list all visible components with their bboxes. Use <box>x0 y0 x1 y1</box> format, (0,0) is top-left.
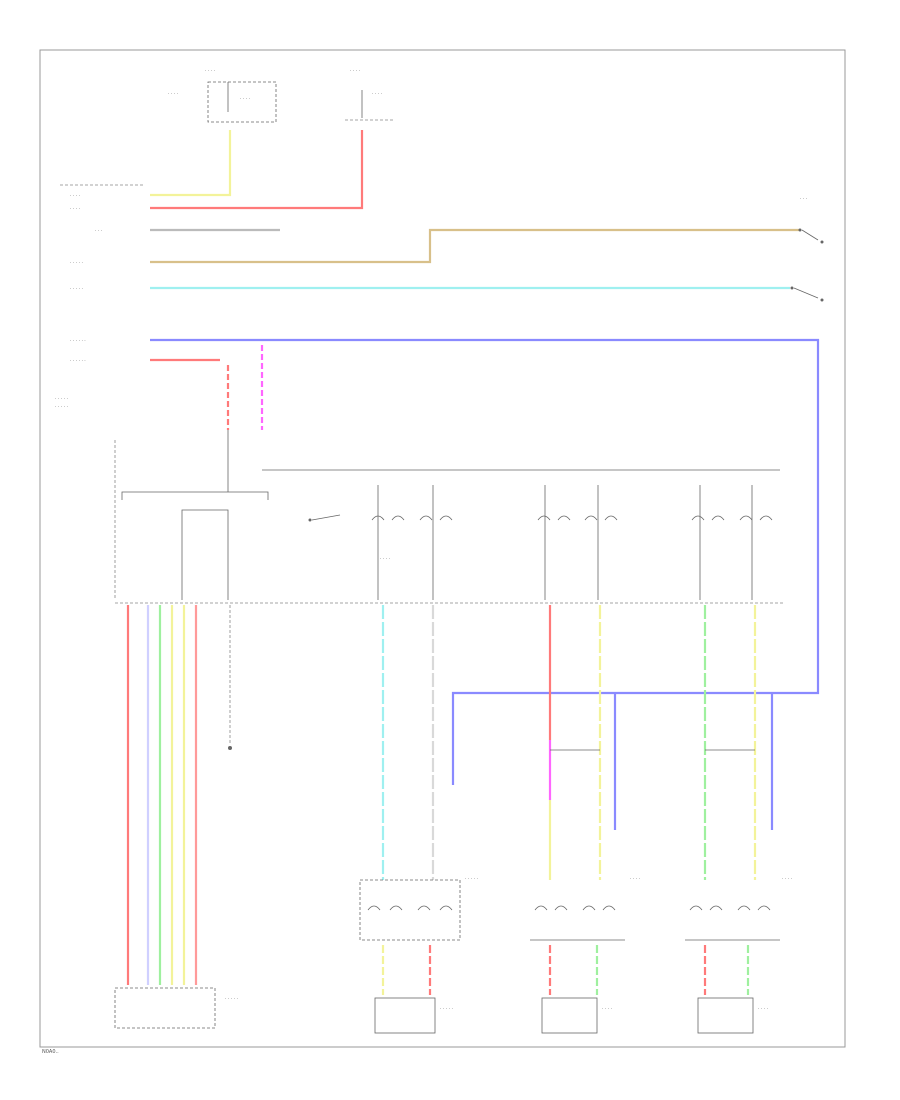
svg-text:· · · ·: · · · · <box>630 877 640 882</box>
connector-bottom-passenger: · · · · · <box>374 997 453 1034</box>
switch-mid-right <box>790 286 824 302</box>
wire-blue-long <box>150 338 820 785</box>
svg-text:· · · ·: · · · · <box>380 557 390 562</box>
relay-group-passenger: · · · · <box>371 485 453 600</box>
svg-text:· · · ·: · · · · <box>782 877 792 882</box>
svg-text:· · · ·: · · · · <box>350 69 360 74</box>
svg-text:· · · ·: · · · · <box>240 97 250 102</box>
svg-text:· · · ·: · · · · <box>70 207 80 212</box>
left-labels: · · · · · · · · · · · · · · · · · · · · … <box>55 194 102 410</box>
svg-text:· · · · ·: · · · · · <box>70 287 83 292</box>
connector-bottom-left: · · · · · <box>114 987 238 1029</box>
svg-text:· · · · ·: · · · · · <box>225 997 238 1002</box>
svg-text:· · · ·: · · · · <box>70 194 80 199</box>
control-unit-box <box>114 430 785 604</box>
module-passenger-bottom: · · · · · <box>359 877 478 941</box>
fuse-box-left: · · · · · · · · · · · · <box>168 69 277 123</box>
svg-text:· · ·: · · · <box>800 197 807 202</box>
relay-group-right <box>691 485 773 600</box>
svg-text:· · · ·: · · · · <box>372 92 382 97</box>
wire-tan <box>150 228 800 264</box>
fuse-box-right: · · · · · · · · <box>345 69 395 121</box>
wire-yellow-top <box>150 130 232 197</box>
footer-code: N0A0.. <box>42 1049 59 1055</box>
svg-text:· · ·: · · · <box>95 229 102 234</box>
connector-bottom-left-door: · · · · <box>541 997 612 1034</box>
relay-group-left <box>537 485 618 600</box>
svg-text:· · · ·: · · · · <box>205 69 215 74</box>
module-left-bottom: · · · · <box>530 877 640 941</box>
switch-inner <box>308 514 341 522</box>
svg-text:· · · ·: · · · · <box>602 1007 612 1012</box>
connector-bottom-right-door: · · · · <box>697 997 768 1034</box>
svg-text:· · · · ·: · · · · · <box>70 261 83 266</box>
switch-top-right: · · · <box>798 197 824 244</box>
svg-text:· · · · ·: · · · · · <box>440 1007 453 1012</box>
module-right-bottom: · · · · <box>685 877 792 941</box>
svg-text:· · · · ·: · · · · · <box>465 877 478 882</box>
svg-text:· · · · · ·: · · · · · · <box>70 339 86 344</box>
svg-text:· · · ·: · · · · <box>168 92 178 97</box>
svg-text:· · · · ·: · · · · · <box>55 405 68 410</box>
svg-text:· · · · · ·: · · · · · · <box>70 359 86 364</box>
wire-red-top <box>150 130 364 210</box>
diagram-frame <box>39 49 846 1048</box>
svg-text:· · · · ·: · · · · · <box>55 397 68 402</box>
svg-text:· · · ·: · · · · <box>758 1007 768 1012</box>
